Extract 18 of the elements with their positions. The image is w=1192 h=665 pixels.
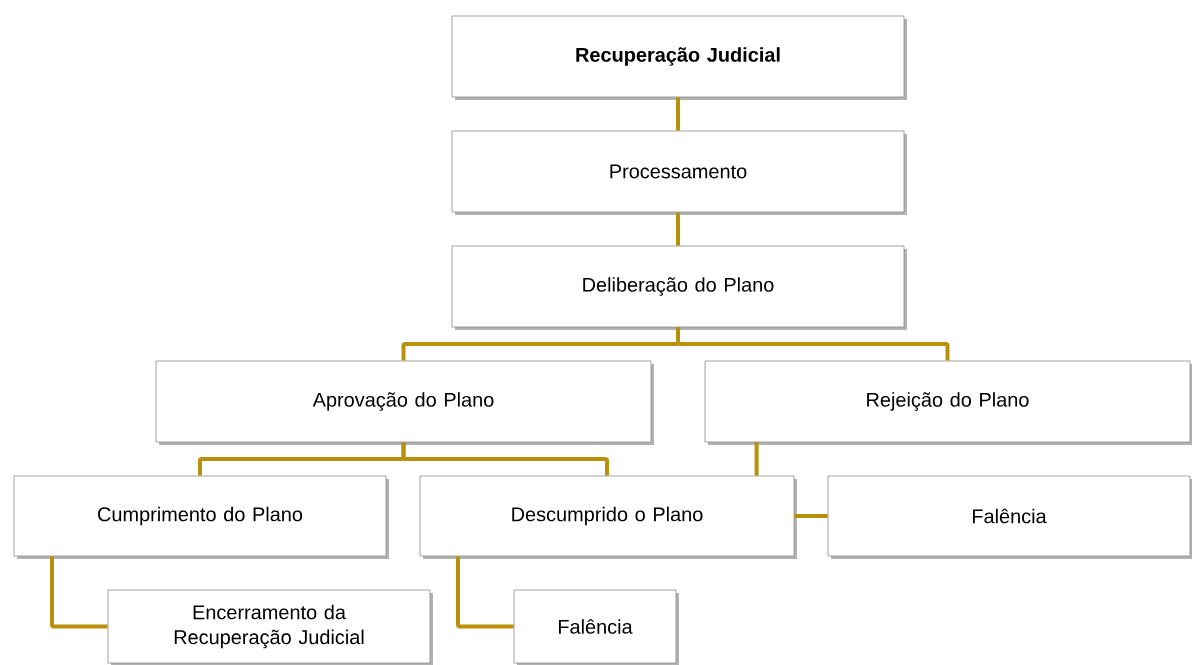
connector-line <box>676 97 680 131</box>
process-box: Processamento <box>451 130 907 215</box>
connector-line <box>754 442 759 476</box>
connector-line <box>50 556 108 629</box>
process-box: Deliberação do Plano <box>451 245 907 330</box>
process-box: Aprovação do Plano <box>155 360 654 445</box>
process-box: Falência <box>513 589 679 665</box>
connector-line <box>676 212 680 246</box>
process-box: Recuperação Judicial <box>451 15 907 100</box>
process-box: Encerramento da Recuperação Judicial <box>107 589 433 665</box>
connector-line <box>676 327 950 361</box>
process-box: Rejeição do Plano <box>704 360 1192 445</box>
process-box: Cumprimento do Plano <box>13 475 389 559</box>
connector-line <box>401 442 609 476</box>
connector-line <box>794 514 828 518</box>
process-box: Descumprido o Plano <box>419 475 797 559</box>
connector-line <box>456 556 514 629</box>
process-box: Falência <box>827 475 1192 559</box>
